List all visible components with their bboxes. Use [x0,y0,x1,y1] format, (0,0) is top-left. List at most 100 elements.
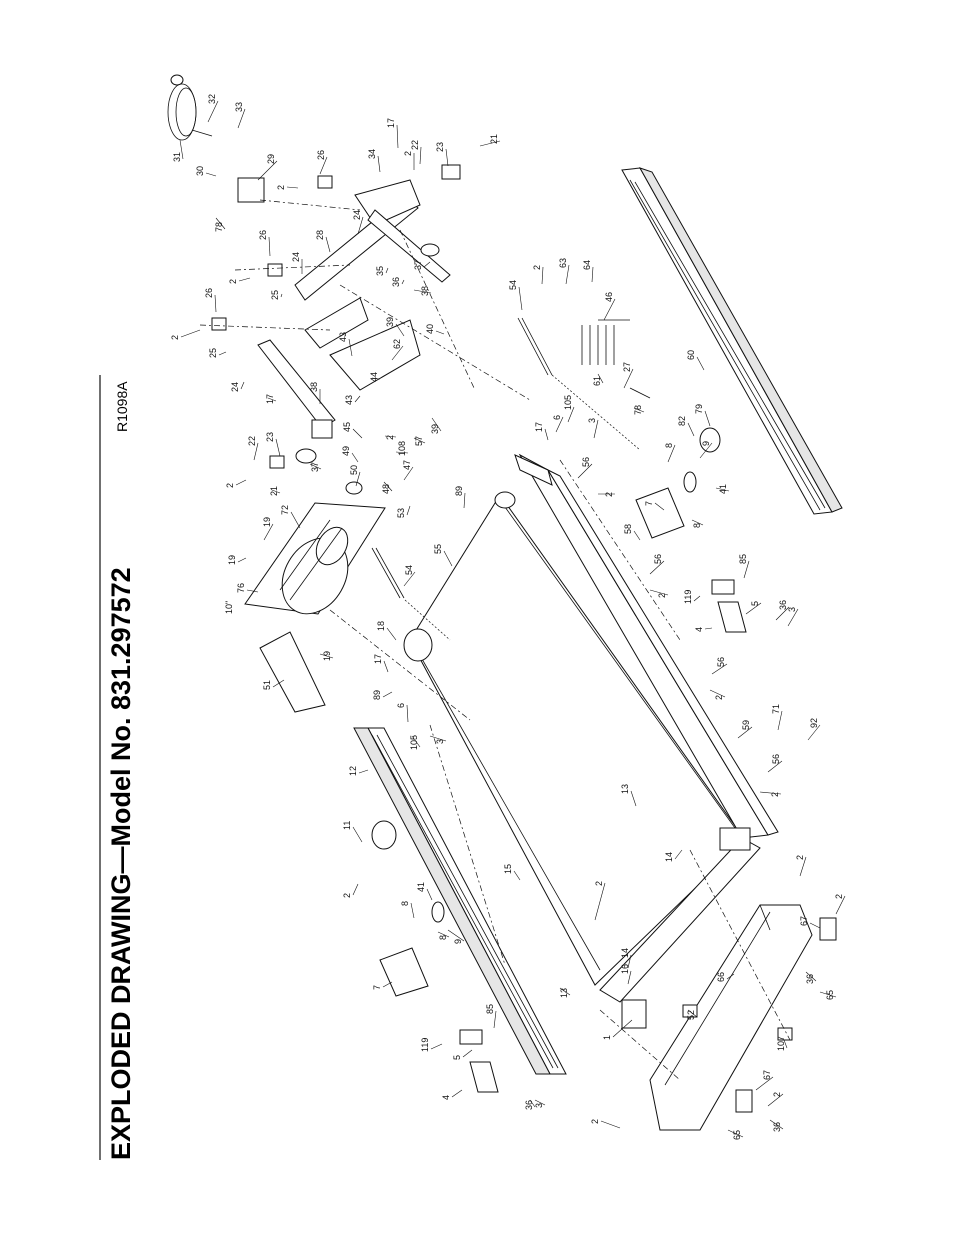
part-number-label: 14 [664,852,674,862]
part-number-label: 25 [270,290,280,300]
part-number-label: 57 [414,436,424,446]
part-number-label: 34 [367,149,377,159]
part-number-label: 35 [375,266,385,276]
part-leader-line [382,981,393,988]
part-leader-line [630,790,637,807]
part-number-label: 31 [172,152,182,162]
part-number-label: 26 [316,150,326,160]
part-leader-line [246,589,259,593]
part-leader-line [835,895,846,915]
part-number-label: 85 [485,1004,495,1014]
part-number-label: 56 [771,754,781,764]
part-number-label: 23 [435,142,445,152]
part-number-label: 2 [342,893,352,898]
part-leader-line [383,481,393,492]
part-leader-line [805,971,817,982]
part-leader-line [325,236,331,253]
part-leader-line [280,293,283,298]
part-leader-line [777,710,783,731]
part-leader-line [271,489,281,494]
part-leader-line [319,156,328,175]
part-leader-line [627,954,632,969]
part-number-label: 36 [805,974,815,984]
part-leader-line [215,217,226,230]
part-number-label: 26 [204,288,214,298]
part-leader-line [268,236,271,257]
part-number-label: 2 [795,855,805,860]
part-leader-line [437,931,450,938]
part-leader-line [383,660,389,673]
part-number-label: 89 [454,486,464,496]
part-leader-line [237,557,247,563]
treadmill-frame [514,453,779,1029]
part-number-label: 89 [372,690,382,700]
part-number-label: 18 [376,621,386,631]
part-number-label: 8 [438,935,448,940]
part-leader-line [403,466,414,481]
part-leader-line [263,523,274,541]
part-leader-line [555,416,564,433]
part-leader-line [382,691,393,698]
part-leader-line [462,1049,473,1058]
part-number-label: 58 [623,524,633,534]
part-number-label: 36 [391,277,401,287]
part-number-label: 71 [771,704,781,714]
part-number-label: 14 [620,948,630,958]
part-number-label: 2 [657,593,667,598]
part-leader-line [674,849,683,860]
part-leader-line [406,505,411,516]
part-number-label: 2 [772,1092,782,1097]
part-leader-line [767,760,783,773]
part-leader-line [715,487,730,492]
part-leader-line [591,266,594,283]
part-number-label: 2 [228,279,238,284]
part-leader-line [654,502,665,511]
part-number-label: 17 [373,654,383,664]
part-leader-line [623,368,634,389]
part-leader-line [711,663,728,675]
part-leader-line [352,883,359,896]
part-leader-line [667,444,676,463]
part-leader-line [649,560,665,575]
assembly-guide-lines [199,199,791,1081]
part-number-label: 40 [425,324,435,334]
part-number-label: 9 [701,441,711,446]
part-number-label: 2 [770,792,780,797]
part-number-label: 2 [276,185,286,190]
part-number-label: 8 [400,901,410,906]
part-number-label: 79 [694,404,704,414]
part-leader-line [179,139,184,160]
part-number-label: 107 [776,1036,786,1051]
part-number-label: 39 [430,424,440,434]
part-number-label: 92 [809,718,819,728]
part-leader-line [395,323,405,337]
part-number-label: 21 [489,134,499,144]
part-leader-line [544,428,549,441]
part-number-label: 24 [291,252,301,262]
part-number-label: 17 [265,394,275,404]
part-number-label: 3 [587,418,597,423]
part-number-label: 36 [524,1100,534,1110]
part-leader-line [727,1129,744,1138]
drive-belt [259,631,326,713]
part-leader-line [819,991,837,998]
part-number-label: 44 [369,372,379,382]
part-leader-line [352,428,363,439]
part-number-label: 7 [644,501,654,506]
part-number-label: 5 [750,601,760,606]
part-leader-line [445,148,449,167]
part-leader-line [396,124,399,149]
part-number-label: 2 [604,492,614,497]
part-number-label: 56 [716,657,726,667]
part-leader-line [214,294,217,313]
part-number-label: 21 [269,486,279,496]
part-leader-line [371,377,381,380]
part-leader-line [267,397,277,402]
part-number-label: 23 [265,432,275,442]
part-leader-line [603,298,616,321]
part-leader-line [693,595,701,602]
part-leader-line [443,550,453,567]
part-leader-line [807,724,821,741]
part-leader-line [384,435,397,438]
